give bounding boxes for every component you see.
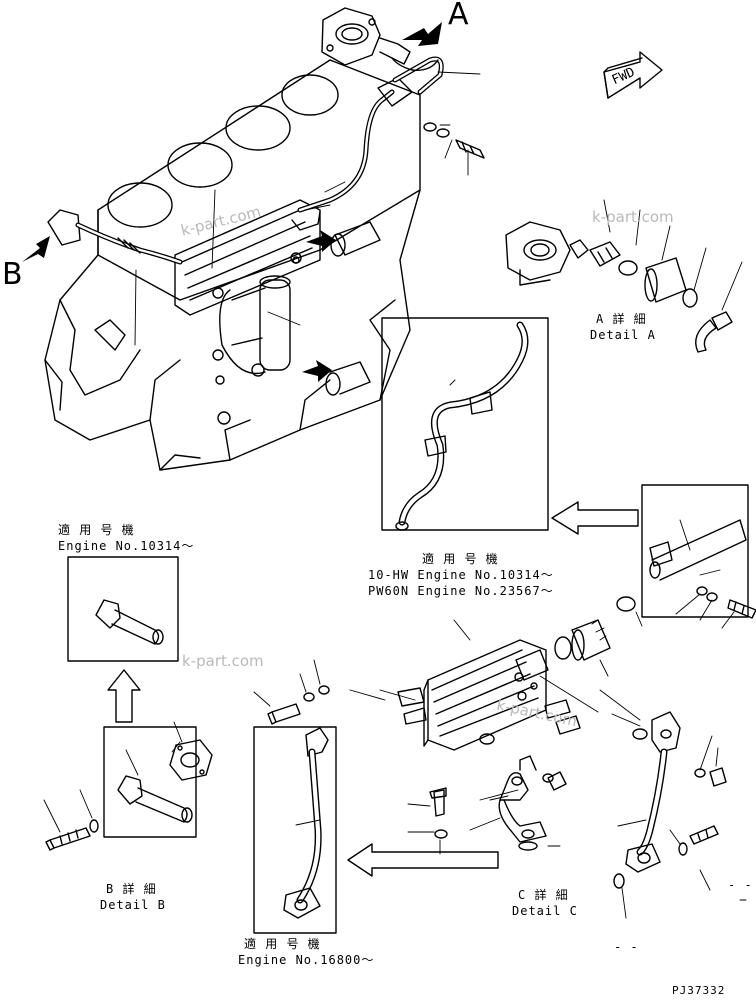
detail-box-middle (381, 317, 549, 531)
water-pipe-top (297, 7, 444, 213)
detail-c-en: Detail C (512, 904, 578, 918)
inlet-pipes (291, 211, 381, 396)
oil-cooler-engine (174, 199, 321, 425)
detail-c-hose (554, 596, 643, 677)
bolt-set-c-left (253, 659, 330, 725)
detail-b-jp: B 詳 細 (106, 882, 157, 896)
detail-a-jp: A 詳 細 (596, 312, 647, 326)
detail-box-b (103, 726, 197, 838)
bolt-set-right (675, 586, 756, 629)
applicability-middle-line2: PW60N Engine No.23567～ (368, 584, 554, 598)
arrow-to-middle (551, 501, 639, 535)
dash-mark-1: - - (728, 878, 753, 892)
leader-lines (134, 71, 481, 346)
callout-a: A (448, 0, 469, 32)
detail-b-en: Detail B (100, 898, 166, 912)
applicability-bottom-en: Engine No.16800～ (238, 953, 375, 967)
detail-box-bottom (253, 726, 337, 934)
leader-lines-c (479, 689, 747, 901)
applicability-topleft-jp: 適 用 号 機 (58, 523, 135, 537)
hose-left (47, 209, 183, 265)
fwd-sign (603, 51, 663, 99)
bolt-c-middle (407, 787, 448, 855)
right-box-pipe (649, 519, 747, 581)
watermark-2: k-part.com (592, 208, 674, 226)
callout-arrows (22, 22, 442, 382)
watermark-3: k-part.com (182, 652, 264, 670)
applicability-middle-jp: 適 用 号 機 (422, 552, 499, 566)
callout-b: B (2, 257, 23, 292)
detail-b-parts (117, 741, 193, 823)
bottom-pipe (283, 727, 329, 919)
bracket-pipe-c (539, 675, 681, 919)
bracket-c (469, 755, 567, 851)
detail-a-en: Detail A (590, 328, 656, 342)
drawing-number: PJ37332 (672, 984, 726, 997)
detail-box-right (641, 484, 749, 618)
gasket (169, 721, 213, 781)
detail-c-cooler (349, 619, 581, 751)
detail-c-jp: C 詳 細 (518, 888, 569, 902)
applicability-topleft-en: Engine No.10314～ (58, 539, 195, 553)
applicability-middle-line1: 10-HW Engine No.10314～ (368, 568, 554, 582)
bolt-set-c-right (669, 735, 727, 891)
dash-mark-2: - - (614, 940, 639, 954)
arrow-to-bottom (347, 843, 499, 877)
arrow-up-detail-b (107, 669, 141, 723)
detail-a-parts (505, 199, 743, 353)
detail-box-topleft (67, 556, 179, 662)
flange-pipe-small (95, 599, 164, 645)
bolt-left (43, 789, 99, 851)
applicability-bottom-jp: 適 用 号 機 (244, 937, 321, 951)
middle-pipe (395, 321, 529, 531)
bolt-set-top (423, 122, 485, 159)
engine-block (44, 59, 421, 471)
